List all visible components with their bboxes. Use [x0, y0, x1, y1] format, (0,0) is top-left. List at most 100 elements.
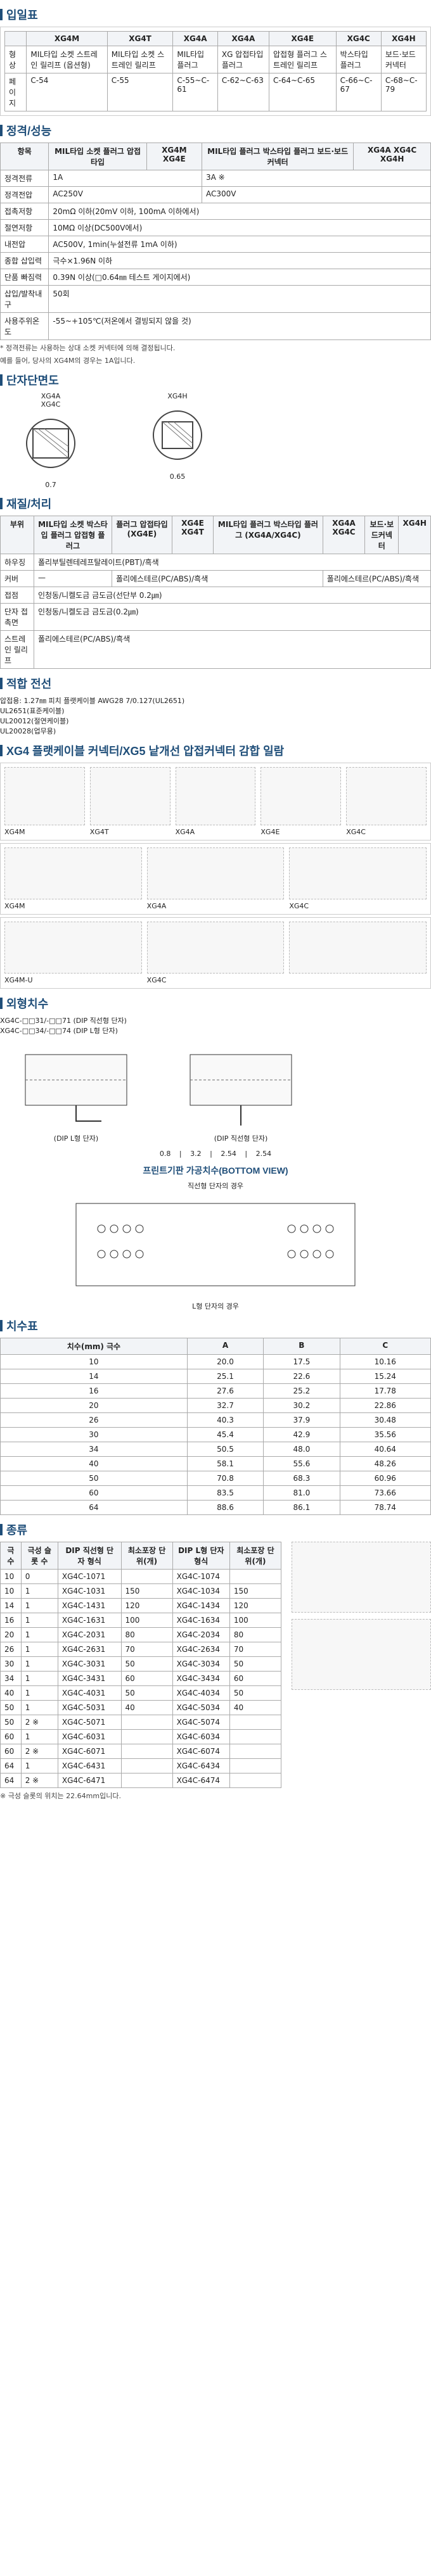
- spec-cell: 1A: [48, 170, 202, 187]
- dim-cell: 25.1: [186, 1369, 264, 1384]
- material-cell: 폴리에스테르(PC/ABS)/흑색: [322, 570, 431, 587]
- types-cell: XG4C-1031: [57, 1583, 122, 1599]
- types-header: 극수: [0, 1542, 22, 1570]
- section-mate: XG4 플랫케이블 커넥터/XG5 낱개선 압접커넥터 감합 일람 XG4M X…: [0, 742, 431, 989]
- material-cell: 단자 접촉면: [0, 603, 34, 631]
- types-cell: 50: [0, 1715, 22, 1730]
- dim-cell: 30.48: [339, 1412, 431, 1428]
- spec-cell: 20mΩ 이하(20mV 이하, 100mA 이하에서): [48, 203, 431, 220]
- types-cell: XG4C-2031: [57, 1627, 122, 1642]
- material-header: XG4A XG4C: [322, 516, 366, 554]
- lineup-cell: 보드·보드커넥터: [380, 46, 427, 73]
- lineup-cell: MIL타입 소켓 스트레인 릴리프: [106, 46, 174, 73]
- section-material: 재질/처리 부위 MIL타입 소켓 박스타입 플러그 압접형 플러그 플러그 압…: [0, 495, 431, 669]
- types-cell: 1: [20, 1627, 58, 1642]
- types-header: DIP L형 단자 형식: [172, 1542, 230, 1570]
- lineup-cell: 박스타입 플러그: [335, 46, 382, 73]
- dim-cell: 45.4: [186, 1427, 264, 1442]
- types-cell: 100: [229, 1613, 282, 1628]
- material-cell: 접점: [0, 587, 34, 604]
- spec-row: 사용주위온도 -55~+105℃(저온에서 결빙되지 않을 것): [0, 312, 431, 340]
- types-cell: 50: [0, 1700, 22, 1715]
- spec-cell: AC250V: [48, 186, 202, 203]
- types-cell: 1: [20, 1583, 58, 1599]
- cross-label: XG4H: [167, 392, 188, 400]
- material-cell: —: [33, 570, 113, 587]
- types-cell: [120, 1773, 173, 1788]
- mate-code: XG4C: [146, 976, 167, 984]
- types-cell: 1: [20, 1758, 58, 1773]
- material-header: XG4H: [398, 516, 431, 554]
- spec-cell: 삽입/발착내구: [0, 285, 49, 313]
- types-cell: 40: [0, 1685, 22, 1701]
- mate-code: XG4T: [89, 828, 109, 836]
- types-cell: XG4C-3434: [172, 1671, 230, 1686]
- cross-dim: 0.65: [169, 473, 186, 481]
- section-title-text: 단자단면도: [6, 374, 59, 387]
- types-cell: 1: [20, 1671, 58, 1686]
- spec-header: 항목: [0, 143, 49, 170]
- types-cell: 14: [0, 1598, 22, 1613]
- types-footnote: ※ 극성 슬롯의 위치는 22.64mm입니다.: [0, 1792, 121, 1800]
- types-cell: XG4C-5031: [57, 1700, 122, 1715]
- dim-cell: 81.0: [263, 1485, 340, 1501]
- types-table: 극수 극성 슬롯 수 DIP 직선형 단자 형식 최소포장 단위(개) DIP …: [0, 1542, 282, 1788]
- mate-code: XG4M-U: [4, 976, 33, 984]
- spec-cell: 종합 삽입력: [0, 252, 49, 269]
- mate-code: XG4A: [146, 902, 167, 910]
- dim-cell: 17.5: [263, 1354, 340, 1369]
- dim-cell: 60: [0, 1485, 188, 1501]
- mate-code: XG4C: [346, 828, 366, 836]
- wire-item: 압접용: 1.27㎜ 피치 플랫케이블 AWG28 7/0.127(UL2651…: [0, 697, 185, 705]
- material-cell: 폴리에스테르(PC/ABS)/흑색: [112, 570, 323, 587]
- dim-cell: 35.56: [339, 1427, 431, 1442]
- types-cell: 64: [0, 1773, 22, 1788]
- types-cell: [229, 1773, 282, 1788]
- outline-lines: XG4C-□□31/-□□71 (DIP 직선형 단자) XG4C-□□34/-…: [0, 1015, 431, 1036]
- material-cell: 하우징: [0, 554, 34, 571]
- section-mark-icon: [0, 1524, 3, 1535]
- outline-caption: (DIP 직선형 단자): [214, 1134, 268, 1143]
- outline-dims: 0.8 | 3.2 | 2.54 | 2.54: [159, 1150, 272, 1158]
- material-header: 부위: [0, 516, 34, 554]
- dim-cell: 86.1: [263, 1500, 340, 1515]
- dim-cell: 40.3: [186, 1412, 264, 1428]
- section-mark-icon: [0, 125, 3, 136]
- types-cell: [120, 1729, 173, 1744]
- lineup-col: XG4E: [268, 31, 337, 46]
- bottom-title: 프린트기판 가공치수(BOTTOM VIEW): [0, 1164, 431, 1177]
- types-cell: XG4C-1634: [172, 1613, 230, 1628]
- section-title-text: 입일표: [6, 9, 38, 22]
- types-cell: XG4C-6074: [172, 1744, 230, 1759]
- types-cell: 1: [20, 1598, 58, 1613]
- types-cell: XG4C-5071: [57, 1715, 122, 1730]
- connector-image: [4, 922, 142, 974]
- dim-a: 0.8: [159, 1150, 171, 1158]
- dim-c: 2.54: [221, 1150, 236, 1158]
- material-cell: 폴리부틸렌테레프탈레이트(PBT)/흑색: [33, 554, 431, 571]
- pcb-pattern-icon: [75, 1203, 356, 1286]
- mate-code: XG4A: [175, 828, 195, 836]
- mate-code: XG4M: [4, 902, 25, 910]
- types-cell: 50: [229, 1685, 282, 1701]
- spec-row: 정격전류 1A 3A ※: [0, 170, 431, 187]
- connector-image: [292, 1542, 431, 1613]
- types-cell: XG4C-2631: [57, 1642, 122, 1657]
- types-cell: XG4C-6031: [57, 1729, 122, 1744]
- spec-header: MIL타입 플러그 박스타입 플러그 보드·보드커넥터: [201, 143, 354, 170]
- spec-row: 종합 삽입력 극수×1.96N 이하: [0, 252, 431, 269]
- title-lineup: 입일표: [0, 6, 431, 23]
- types-cell: XG4C-2634: [172, 1642, 230, 1657]
- dim-cell: 16: [0, 1383, 188, 1399]
- types-cell: XG4C-4034: [172, 1685, 230, 1701]
- types-cell: XG4C-1431: [57, 1598, 122, 1613]
